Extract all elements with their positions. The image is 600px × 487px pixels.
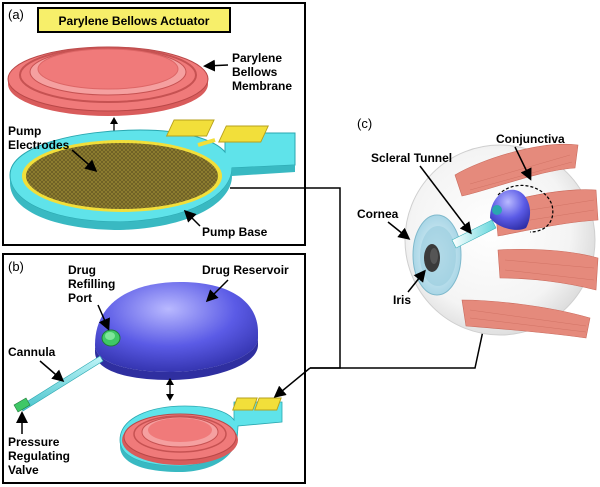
drug-reservoir — [95, 282, 258, 380]
refilling-port — [101, 329, 121, 347]
membrane-pointer — [203, 59, 229, 72]
reservoir-pointer — [205, 279, 229, 303]
conjunctiva-label: Conjunctiva — [496, 132, 565, 146]
reservoir-label: Drug Reservoir — [202, 263, 289, 277]
pump-electrodes — [22, 140, 222, 212]
refilling-label-3: Port — [68, 291, 92, 305]
cannula-pointer — [39, 360, 65, 382]
iris — [424, 244, 440, 272]
panel-a-title-box — [37, 7, 231, 33]
implanted-reservoir — [490, 189, 531, 230]
scleral-tunnel-label: Scleral Tunnel — [371, 151, 452, 165]
panel-a-title: Parylene Bellows Actuator — [59, 14, 210, 28]
panel-a-letter: (a) — [8, 7, 24, 22]
panel-b-letter: (b) — [8, 259, 24, 274]
membrane-label-2: Bellows — [232, 65, 278, 79]
panel-c: (c) — [357, 116, 599, 339]
base-label: Pump Base — [202, 225, 268, 239]
small-pump — [119, 397, 283, 472]
conjunctiva-pointer — [514, 146, 532, 181]
cannula-label: Cannula — [8, 345, 56, 359]
iris-label: Iris — [393, 293, 411, 307]
iris-pointer — [407, 269, 426, 293]
panel-b: (b) Drug Refilling Port Drug Reservoir C… — [2, 253, 306, 484]
valve-label-1: Pressure — [8, 435, 60, 449]
refilling-label-2: Refilling — [68, 277, 115, 291]
pressure-valve — [13, 397, 31, 413]
base-pointer — [183, 209, 201, 227]
membrane-label-3: Membrane — [232, 79, 292, 93]
eyeball — [404, 144, 596, 336]
refilling-pointer — [97, 304, 110, 331]
conjunctiva-outline — [497, 184, 554, 233]
scleral-tunnel — [451, 219, 497, 249]
cornea-label: Cornea — [357, 207, 399, 221]
valve-label-3: Valve — [8, 463, 39, 477]
electrodes-label-2: Electrodes — [8, 138, 70, 152]
valve-label-2: Regulating — [8, 449, 70, 463]
electrodes-pointer — [71, 149, 98, 172]
scleral-tunnel-pointer — [419, 165, 472, 235]
electrodes-label-1: Pump — [8, 124, 41, 138]
assembly-arrow-b — [166, 378, 174, 401]
cornea-pointer — [387, 221, 411, 240]
panel-a: (a) Parylene Bellows Actuator Parylene B… — [2, 2, 306, 246]
membrane-label-1: Parylene — [232, 51, 282, 65]
refilling-label-1: Drug — [68, 263, 96, 277]
bellows-membrane — [7, 46, 209, 116]
panel-c-letter: (c) — [357, 116, 372, 131]
